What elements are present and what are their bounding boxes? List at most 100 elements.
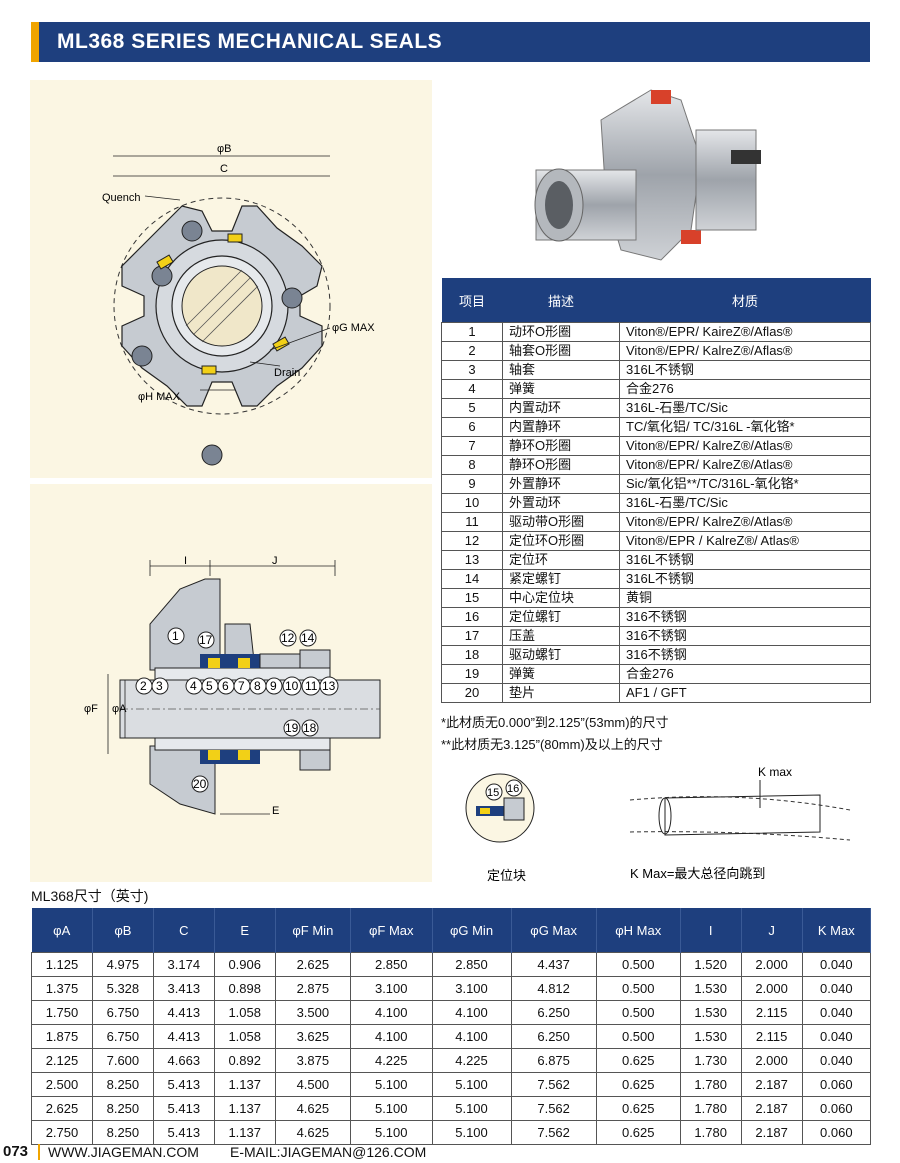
parts-description: 轴套O形圈 <box>502 341 620 361</box>
parts-material: 316L-石墨/TC/Sic <box>619 398 871 418</box>
parts-material: 316L不锈钢 <box>619 360 871 380</box>
parts-description: 动环O形圈 <box>502 322 620 342</box>
parts-description: 弹簧 <box>502 379 620 399</box>
dims-cell: 5.413 <box>152 1072 215 1097</box>
parts-material: 316不锈钢 <box>619 607 871 627</box>
parts-description: 外置动环 <box>502 493 620 513</box>
dims-cell: 4.625 <box>274 1096 352 1121</box>
footer-email: E-MAIL:JIAGEMAN@126.COM <box>230 1144 427 1160</box>
dims-header-cell: φB <box>92 908 154 953</box>
dims-cell: 3.413 <box>152 976 215 1001</box>
callout-12: 12 <box>281 631 295 645</box>
dims-cell: 7.562 <box>510 1096 597 1121</box>
parts-item-number: 10 <box>441 493 503 513</box>
dims-cell: 4.100 <box>350 1000 433 1025</box>
callout-4: 4 <box>190 679 197 693</box>
page-footer: 073 WWW.JIAGEMAN.COM E-MAIL:JIAGEMAN@126… <box>0 1140 900 1163</box>
note-2: **此材质无3.125”(80mm)及以上的尺寸 <box>441 737 663 752</box>
callouts-low: 19 18 20 <box>191 719 319 793</box>
dims-cell: 0.040 <box>801 1000 872 1025</box>
dims-cell: 1.530 <box>679 1024 742 1049</box>
dims-cell: 5.100 <box>431 1096 512 1121</box>
dims-cell: 0.500 <box>595 976 681 1001</box>
page-title: ML368 SERIES MECHANICAL SEALS <box>57 30 443 53</box>
dims-cell: 0.500 <box>595 952 681 977</box>
dims-cell: 4.437 <box>510 952 597 977</box>
dims-cell: 4.975 <box>91 952 154 977</box>
dims-cell: 2.115 <box>740 1024 803 1049</box>
label-quench: Quench <box>102 192 141 204</box>
detail-callout-15: 15 <box>487 787 499 799</box>
front-view-svg: φB C Quench φG MAX Drain φH MAX <box>102 143 375 466</box>
parts-description: 紧定螺钉 <box>502 569 620 589</box>
dims-cell: 8.250 <box>91 1096 154 1121</box>
dims-cell: 5.100 <box>350 1120 433 1145</box>
section-view-drawing: I J φF φA E 1 17 12 14 <box>30 484 432 882</box>
parts-material: 合金276 <box>619 379 871 399</box>
dims-cell: 0.898 <box>213 976 276 1001</box>
parts-item-number: 3 <box>441 360 503 380</box>
parts-description: 静环O形圈 <box>502 436 620 456</box>
dims-header-cell: φF Max <box>350 908 433 953</box>
parts-item-number: 9 <box>441 474 503 494</box>
dims-title: ML368尺寸（英寸) <box>31 888 149 904</box>
parts-item-number: 4 <box>441 379 503 399</box>
parts-material: 黄铜 <box>619 588 871 608</box>
parts-item-number: 6 <box>441 417 503 437</box>
callout-20: 20 <box>193 777 207 791</box>
label-j: J <box>272 555 278 567</box>
parts-item-number: 8 <box>441 455 503 475</box>
dims-cell: 3.100 <box>350 976 433 1001</box>
dims-cell: 2.187 <box>740 1072 803 1097</box>
dims-header-cell: E <box>214 908 276 953</box>
dims-cell: 3.625 <box>274 1024 352 1049</box>
dims-cell: 4.225 <box>350 1048 433 1073</box>
header-accent <box>31 22 39 62</box>
dims-cell: 5.100 <box>431 1072 512 1097</box>
dims-cell: 1.730 <box>679 1048 742 1073</box>
dims-cell: 6.250 <box>510 1024 597 1049</box>
label-e: E <box>272 805 279 817</box>
callout-7: 7 <box>238 679 245 693</box>
dims-cell: 0.906 <box>213 952 276 977</box>
dims-cell: 1.780 <box>679 1072 742 1097</box>
dims-header-cell: φH Max <box>596 908 681 953</box>
parts-item-number: 17 <box>441 626 503 646</box>
dims-cell: 2.115 <box>740 1000 803 1025</box>
dims-cell: 0.060 <box>801 1096 872 1121</box>
parts-item-number: 1 <box>441 322 503 342</box>
dims-cell: 1.520 <box>679 952 742 977</box>
parts-item-number: 14 <box>441 569 503 589</box>
dims-cell: 3.174 <box>152 952 215 977</box>
dims-cell: 1.058 <box>213 1024 276 1049</box>
kmax-diagram: K max K Max=最大总径向跳到 <box>629 765 851 881</box>
label-phi-b: φB <box>217 143 231 155</box>
callout-19: 19 <box>285 721 299 735</box>
dims-cell: 5.100 <box>350 1096 433 1121</box>
dims-cell: 1.137 <box>213 1072 276 1097</box>
parts-material: 316不锈钢 <box>619 626 871 646</box>
note-1: *此材质无0.000”到2.125”(53mm)的尺寸 <box>441 715 669 730</box>
parts-description: 外置静环 <box>502 474 620 494</box>
dims-cell: 1.137 <box>213 1096 276 1121</box>
front-view-drawing: φB C Quench φG MAX Drain φH MAX <box>30 80 432 478</box>
dims-cell: 2.000 <box>740 976 803 1001</box>
dims-cell: 1.137 <box>213 1120 276 1145</box>
parts-material: Sic/氧化铝**/TC/316L-氧化铬* <box>619 474 871 494</box>
parts-item-number: 5 <box>441 398 503 418</box>
dims-cell: 0.625 <box>595 1120 681 1145</box>
page-number: 073 <box>3 1143 29 1160</box>
dims-cell: 8.250 <box>91 1072 154 1097</box>
callouts-mid: 2 3 4 5 6 7 8 9 10 11 13 <box>135 676 339 696</box>
label-phi-h: φH MAX <box>138 391 181 403</box>
